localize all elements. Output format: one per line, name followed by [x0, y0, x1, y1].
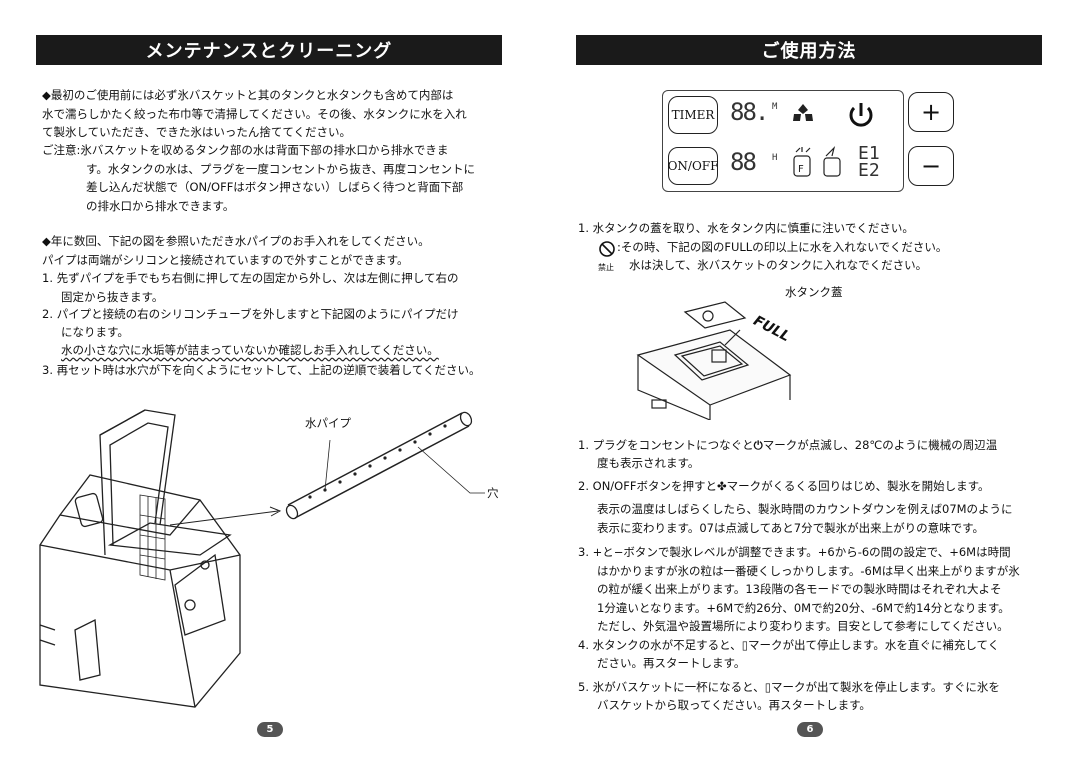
- text-line: プラグをコンセントにつなぐと: [592, 438, 754, 452]
- prohibit-label: 禁止: [598, 263, 614, 272]
- text-line: 水タンクの水が不足すると、: [592, 638, 742, 652]
- pipe-label: 水パイプ: [305, 416, 351, 430]
- text-line: 度も表示されます。: [597, 456, 700, 470]
- pipe-intro: ◆年に数回、下記の図を参照いただき水パイプのお手入れをしてください。 パイプは両…: [42, 232, 430, 269]
- right-page: ご使用方法 TIMER ON/OFF 88. M 88 H F E1 E2 + …: [540, 0, 1080, 761]
- text-line: になります。: [61, 325, 129, 339]
- svg-text:F: F: [798, 164, 804, 175]
- step-number: 3.: [578, 545, 589, 559]
- minus-button[interactable]: −: [908, 146, 954, 186]
- text-line: ただし、外気温や設置場所により変わります。目安として参考にしてください。: [597, 619, 1009, 633]
- status-icons: F: [793, 146, 841, 177]
- text-line: マークが出て製氷を停止します。すぐに氷を: [771, 680, 1000, 694]
- text-line: パイプと接続の右のシリコンチューブを外しますと下記図のようにパイプだけ: [56, 307, 459, 321]
- text-line: 差し込んだ状態で（ON/OFFはボタン押さない）しばらく待つと背面下部: [86, 180, 464, 194]
- usage-step-3: 3. +と−ボタンで製氷レベルが調整できます。+6から-6の間の設定で、+6Mは…: [578, 543, 1011, 562]
- step-3-continued: はかかりますが氷の粒は一番硬くしっかりします。-6Mは早く出来上がりますが氷 の…: [597, 562, 1020, 636]
- power-icon: [849, 103, 873, 127]
- lcd-bottom-digits: 88: [730, 148, 757, 176]
- step-number: 5.: [578, 680, 589, 694]
- text-line: パイプは両端がシリコンと接続されていますので外すことができます。: [42, 252, 409, 267]
- tank-lid-label: 水タンク蓋: [785, 285, 843, 299]
- usage-step-2: 2. ON/OFFボタンを押すと✤マークがくるくる回りはじめ、製氷を開始します。: [578, 477, 989, 496]
- text-line: マークが出て停止します。水を直ぐに補充してく: [748, 638, 1000, 652]
- cleaning-note: 水の小さな穴に水垢等が詰まっていないか確認しお手入れしてください。: [61, 343, 439, 357]
- step-number: 1.: [42, 271, 53, 285]
- usage-step-1: 1. プラグをコンセントにつなぐと⏻マークが点滅し、28℃のように機械の周辺温: [578, 436, 997, 455]
- text-line: マークがくるくる回りはじめ、製氷を開始します。: [726, 479, 990, 493]
- step-number: 3.: [42, 363, 53, 377]
- text-line: す。水タンクの水は、プラグを一度コンセントから抜き、再度コンセントに: [86, 161, 476, 176]
- ice-making-icon: [793, 104, 813, 121]
- text-line: +と−ボタンで製氷レベルが調整できます。+6から-6の間の設定で、+6Mは時間: [592, 545, 1011, 559]
- page-number: 6: [797, 722, 823, 737]
- step-1: 1. 先ずパイプを手でもち右側に押して左の固定から外し、次は左側に押して右の: [42, 269, 458, 288]
- text-line: ◆年に数回、下記の図を参照いただき水パイプのお手入れをしてください。: [42, 234, 430, 248]
- text-line: て製氷していただき、できた氷はいったん捨ててください。: [42, 125, 352, 139]
- step-number: 2.: [42, 307, 53, 321]
- usage-step-5: 5. 氷がバスケットに一杯になると、▯マークが出て製氷を停止します。すぐに氷を: [578, 678, 1000, 697]
- e2-code: E2: [858, 160, 880, 181]
- water-tank-figure: [636, 301, 792, 420]
- prohibited-icon: [599, 241, 615, 257]
- e1-code: E1: [858, 143, 880, 164]
- error-display: E1 E2: [858, 143, 880, 181]
- step-3: 3. 再セット時は水穴が下を向くようにセットして、上記の逆順で装着してください。: [42, 361, 481, 380]
- usage-step-4: 4. 水タンクの水が不足すると、▯マークが出て停止します。水を直ぐに補充してく: [578, 636, 999, 655]
- onoff-button[interactable]: ON/OFF: [668, 147, 718, 185]
- step-number: 1.: [578, 438, 589, 452]
- water-shortage-icon: ▯: [741, 638, 749, 652]
- text-line: マークが点滅し、28℃のように機械の周辺温: [762, 438, 998, 452]
- lcd-unit-top: M: [772, 102, 778, 112]
- step-2: 2. パイプと接続の右のシリコンチューブを外しますと下記図のようにパイプだけ: [42, 305, 458, 324]
- text-line: の排水口から排水できます。: [86, 198, 235, 213]
- step-2-detail: 表示の温度はしばらくしたら、製氷時間のカウントダウンを例えば07Mのように 表示…: [597, 500, 1013, 537]
- text-line: 氷がバスケットに一杯になると、: [592, 680, 765, 694]
- text-line: 固定から抜きます。: [61, 289, 164, 304]
- page-number: 5: [257, 722, 283, 737]
- text-line: 再セット時は水穴が下を向くようにセットして、上記の逆順で装着してください。: [56, 363, 481, 377]
- lcd-unit-bottom: H: [772, 153, 778, 163]
- caution-block: ご注意:氷バスケットを収めるタンク部の水は背面下部の排水口から排水できま: [42, 141, 448, 160]
- power-icon: ⏻: [753, 438, 763, 452]
- left-page: メンテナンスとクリーニング ◆最初のご使用前には必ず氷バスケットと其のタンクと水…: [36, 35, 502, 737]
- ice-maker-pipe-illustration: [39, 409, 485, 708]
- warning-line-1: :その時、下記の図のFULLの印以上に水を入れないでください。: [617, 240, 948, 254]
- ice-making-icon: ✤: [716, 479, 727, 493]
- text-line: ◆最初のご使用前には必ず氷バスケットと其のタンクと水タンクも含めて内部は: [42, 88, 454, 102]
- hole-label: 穴: [487, 486, 499, 500]
- text-line: 1分違いとなります。+6Mで約26分、0Mで約20分、-6Mで約14分となります…: [597, 600, 1010, 615]
- basket-full-icon: ▯: [764, 680, 772, 694]
- left-title: メンテナンスとクリーニング: [36, 35, 502, 65]
- step-number: 4.: [578, 638, 589, 652]
- text-line: 表示に変わります。07は点滅してあと7分で製氷が出来上がりの意味です。: [597, 520, 984, 535]
- timer-button[interactable]: TIMER: [668, 96, 718, 134]
- lcd-top-digits: 88.: [730, 98, 769, 126]
- caution-label: ご注意:: [42, 143, 81, 157]
- text-line: はかかりますが氷の粒は一番硬くしっかりします。-6Mは早く出来上がりますが氷: [597, 563, 1020, 578]
- text-line: ON/OFFボタンを押すと: [592, 479, 717, 493]
- text-line: 氷バスケットを収めるタンク部の水は背面下部の排水口から排水できま: [80, 143, 449, 157]
- fill-instruction: 1. 水タンクの蓋を取り、水をタンク内に慎重に注いでください。: [578, 221, 914, 235]
- text-line: 表示の温度はしばらくしたら、製氷時間のカウントダウンを例えば07Mのように: [597, 502, 1013, 516]
- text-line: の粒が緩く出来上がります。13段階の各モードでの製氷時間はそれぞれ大よそ: [597, 582, 1002, 596]
- right-title: ご使用方法: [576, 35, 1042, 65]
- text-line: 先ずパイプを手でもち右側に押して左の固定から外し、次は左側に押して右の: [56, 271, 459, 285]
- plus-button[interactable]: +: [908, 92, 954, 132]
- warning-line-2: 水は決して、氷バスケットのタンクに入れなでください。: [629, 258, 928, 272]
- text-line: 水で濡らしかたく絞った布巾等で清掃してください。その後、水タンクに水を入れ: [42, 106, 467, 121]
- step-number: 2.: [578, 479, 589, 493]
- control-panel: [662, 90, 904, 192]
- caution-continued: す。水タンクの水は、プラグを一度コンセントから抜き、再度コンセントに 差し込んだ…: [86, 160, 475, 216]
- text-line: バスケットから取ってください。再スタートします。: [597, 698, 871, 712]
- text-line: ださい。再スタートします。: [597, 656, 746, 670]
- intro-paragraph: ◆最初のご使用前には必ず氷バスケットと其のタンクと水タンクも含めて内部は 水で濡…: [42, 86, 467, 142]
